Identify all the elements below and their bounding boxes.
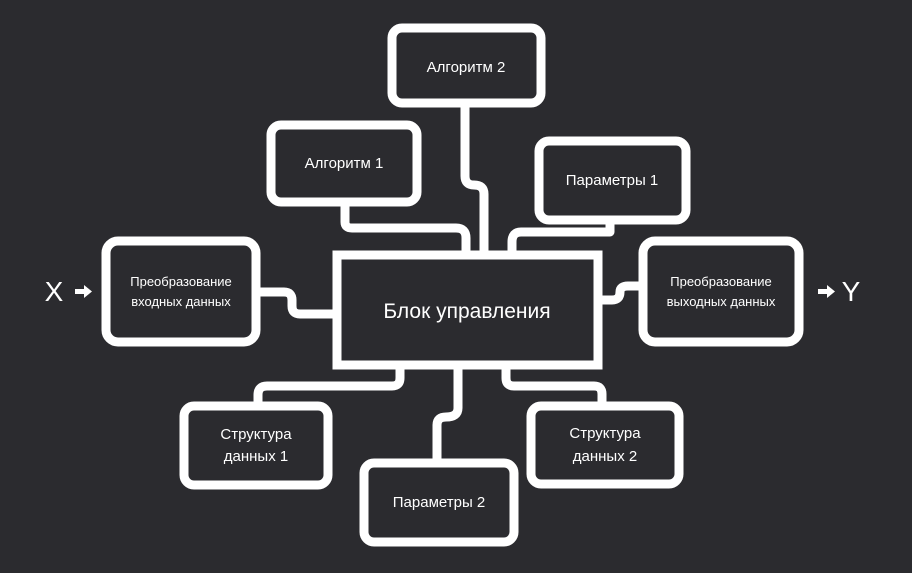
output-transform-line2: выходных данных (667, 294, 776, 309)
structure2-line2: данных 2 (573, 448, 637, 465)
algorithm1-box: Алгоритм 1 (266, 120, 422, 207)
output-transform-line1: Преобразование (670, 274, 772, 289)
connector-input (251, 287, 340, 319)
algorithm2-label: Алгоритм 2 (427, 59, 506, 76)
params1-label: Параметры 1 (566, 172, 658, 189)
algorithm1-label: Алгоритм 1 (305, 155, 384, 172)
input-transform-line2: входных данных (131, 294, 231, 309)
control-block-label: Блок управления (383, 300, 550, 323)
output-arrow-icon (818, 285, 835, 298)
connector-structure2 (501, 363, 607, 410)
structure2-box: Структура данных 2 (526, 401, 684, 489)
input-transform-box: Преобразование входных данных (101, 236, 261, 347)
structure2-line1: Структура (569, 425, 641, 442)
output-label: Y (842, 276, 861, 307)
input-arrow-icon (75, 285, 92, 298)
control-block: Блок управления (332, 250, 603, 370)
structure1-box: Структура данных 1 (179, 401, 333, 490)
algorithm2-box: Алгоритм 2 (387, 23, 546, 108)
connector-algorithm2 (460, 99, 489, 258)
connector-algorithm1 (340, 197, 471, 258)
structure1-line1: Структура (220, 426, 292, 443)
input-transform-line1: Преобразование (130, 274, 232, 289)
connector-params1 (507, 217, 615, 258)
params2-box: Параметры 2 (359, 458, 519, 547)
connectors (251, 99, 646, 467)
connector-output (592, 281, 646, 305)
connector-params2 (432, 363, 463, 467)
input-label: X (45, 276, 64, 307)
connector-structure1 (253, 363, 405, 410)
output-transform-box: Преобразование выходных данных (638, 236, 804, 347)
params1-box: Параметры 1 (534, 136, 691, 225)
structure1-line2: данных 1 (224, 448, 288, 465)
params2-label: Параметры 2 (393, 494, 485, 511)
